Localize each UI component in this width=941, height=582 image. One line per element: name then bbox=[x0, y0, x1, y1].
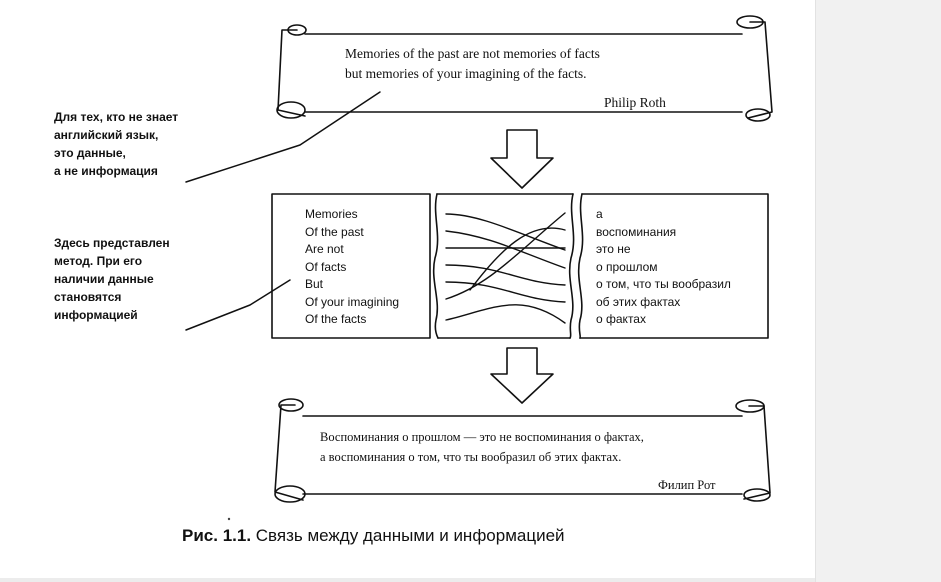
russian-word: о фактах bbox=[596, 312, 646, 326]
russian-word: это не bbox=[596, 242, 631, 256]
method-note-line: информацией bbox=[54, 308, 138, 322]
caption-label: Рис. 1.1. bbox=[182, 526, 252, 545]
top-scroll bbox=[276, 15, 773, 122]
bottom-quote-line-1: Воспоминания о прошлом — это не воспомин… bbox=[320, 430, 644, 444]
top-quote-author: Philip Roth bbox=[604, 95, 666, 110]
bottom-quote-line-2: а воспоминания о том, что ты вообразил о… bbox=[320, 450, 622, 464]
connector-lines bbox=[445, 212, 566, 324]
data-note-line: английский язык, bbox=[54, 128, 159, 142]
method-note-pointer bbox=[185, 279, 291, 331]
down-arrow-2 bbox=[490, 347, 554, 404]
data-note-pointer bbox=[185, 91, 381, 183]
data-note-line: Для тех, кто не знает bbox=[54, 110, 179, 124]
method-note: Здесь представлен метод. При его наличии… bbox=[54, 234, 170, 324]
russian-words-column: а воспоминания это не о прошлом о том, ч… bbox=[596, 206, 731, 329]
russian-word: о том, что ты вообразил bbox=[596, 277, 731, 291]
english-word: Of facts bbox=[305, 259, 347, 274]
russian-word: а bbox=[596, 207, 603, 221]
bottom-quote-author: Филип Рот bbox=[658, 478, 716, 492]
russian-word: о прошлом bbox=[596, 259, 658, 274]
english-word: Of the facts bbox=[305, 312, 367, 326]
data-note-line: а не информация bbox=[54, 164, 158, 178]
english-word: Memories bbox=[305, 207, 358, 221]
diagram-drawing bbox=[185, 15, 773, 521]
data-note: Для тех, кто не знает английский язык, э… bbox=[54, 108, 178, 180]
english-word: But bbox=[305, 277, 324, 291]
russian-word: воспоминания bbox=[596, 224, 677, 239]
russian-word: об этих фактах bbox=[596, 294, 681, 309]
english-word: Are not bbox=[305, 242, 344, 256]
top-quote-line-1: Memories of the past are not memories of… bbox=[345, 46, 600, 61]
method-note-line: метод. При его bbox=[54, 254, 143, 268]
stray-mark bbox=[227, 517, 231, 521]
page-gutter-bottom bbox=[0, 578, 815, 582]
method-note-line: Здесь представлен bbox=[54, 236, 170, 250]
bottom-scroll bbox=[274, 398, 771, 503]
mapping-panels bbox=[271, 193, 769, 339]
down-arrow-1 bbox=[490, 129, 554, 189]
english-word: Of your imagining bbox=[305, 294, 400, 309]
english-word: Of the past bbox=[305, 224, 364, 239]
english-words-column: Memories Of the past Are not Of facts Bu… bbox=[305, 206, 399, 329]
method-note-line: наличии данные bbox=[54, 272, 154, 286]
data-note-line: это данные, bbox=[54, 146, 126, 160]
method-note-line: становятся bbox=[54, 290, 122, 304]
caption-text: Связь между данными и информацией bbox=[255, 526, 565, 545]
figure-caption: Рис. 1.1. Связь между данными и информац… bbox=[182, 526, 565, 546]
top-quote-line-2: but memories of your imagining of the fa… bbox=[345, 66, 587, 81]
page-gutter-right bbox=[815, 0, 941, 582]
